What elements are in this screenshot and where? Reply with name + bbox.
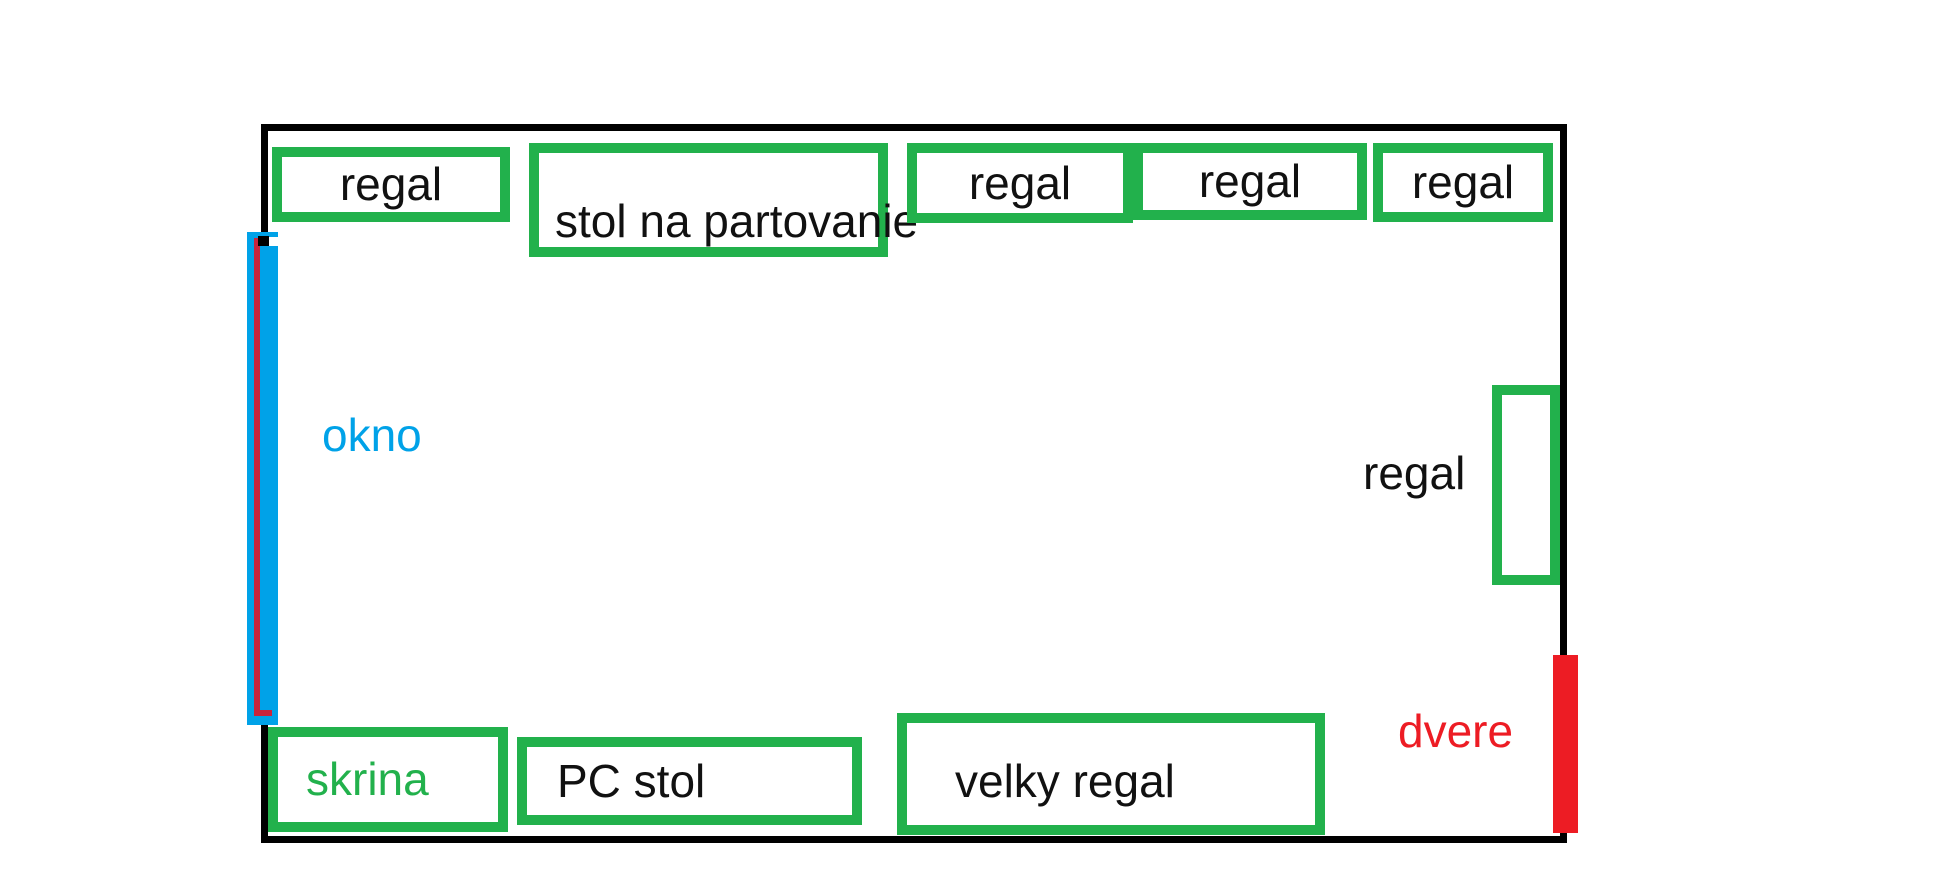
furniture-label-pc-stol: PC stol (557, 754, 706, 807)
furniture-label-regal-right: regal (1363, 447, 1466, 499)
door-bar (1553, 655, 1578, 833)
door-label: dvere (1398, 705, 1514, 757)
window-label: okno (322, 409, 422, 461)
furniture-label-skrina: skrina (306, 753, 429, 806)
furniture-box-stol-na-partovanie: stol na partovanie (529, 143, 918, 257)
furniture-label-regal-top-4: regal (1411, 156, 1515, 209)
furniture-box-pc-stol: PC stol (517, 737, 862, 825)
furniture-label-regal-top-3: regal (1198, 155, 1302, 208)
furniture-label-regal-top-1: regal (339, 158, 443, 211)
furniture-box-regal-top-4: regal (1373, 143, 1553, 222)
furniture-box-skrina: skrina (268, 727, 508, 832)
furniture-label-regal-top-2: regal (968, 156, 1072, 209)
window-top-tick-black (258, 236, 269, 246)
window-inner-line-hook (254, 710, 272, 716)
furniture-box-regal-right (1492, 385, 1560, 585)
furniture-box-regal-top-3: regal (1133, 143, 1367, 220)
furniture-box-regal-top-1: regal (272, 147, 510, 222)
furniture-box-velky-regal: velky regal (897, 713, 1325, 835)
window-inner-line (254, 238, 260, 716)
furniture-box-regal-top-2: regal (907, 143, 1133, 223)
window-bar (247, 232, 278, 725)
window-top-tick-white (269, 237, 278, 246)
furniture-label-velky-regal: velky regal (955, 754, 1175, 807)
furniture-label-stol-na-partovanie: stol na partovanie (555, 194, 919, 247)
